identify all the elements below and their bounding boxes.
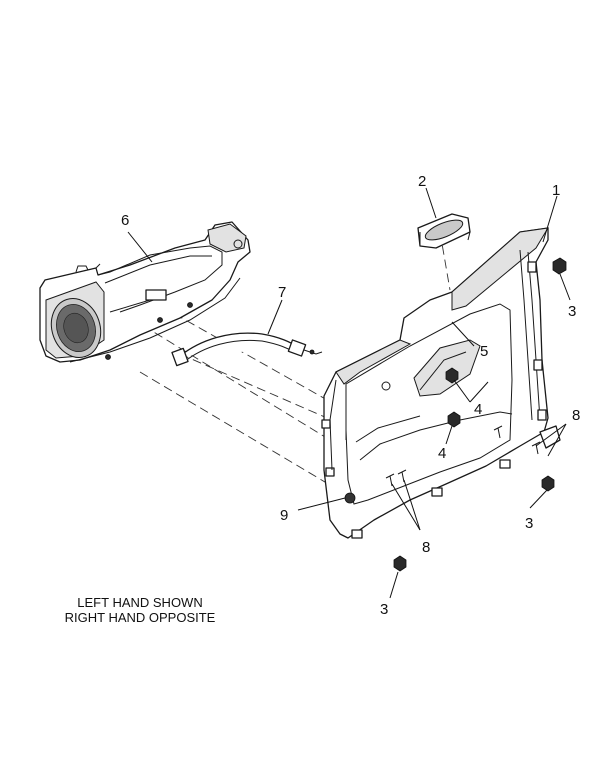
callout-8-bottom: 8 — [422, 539, 430, 556]
callout-labels: 1 2 3 3 3 4 4 5 6 7 8 8 9 — [121, 173, 580, 618]
callout-8-right: 8 — [572, 407, 580, 424]
callout-7: 7 — [278, 284, 286, 301]
callout-3-bottom: 3 — [380, 601, 388, 618]
callout-4-lower: 4 — [438, 445, 446, 462]
callout-2: 2 — [418, 173, 426, 190]
screw-3-bottom — [393, 555, 407, 572]
screw-4-lower — [447, 411, 461, 428]
callout-3-top: 3 — [568, 303, 576, 320]
note-line-2: RIGHT HAND OPPOSITE — [65, 610, 216, 625]
speaker-housing-part — [39, 221, 251, 363]
note-line-1: LEFT HAND SHOWN — [77, 595, 202, 610]
leader-lines — [127, 187, 571, 599]
screw-3-right — [541, 475, 555, 492]
screw-4-upper — [445, 367, 459, 384]
screw-3-top — [552, 257, 567, 275]
callout-5: 5 — [480, 343, 488, 360]
callout-9: 9 — [280, 507, 288, 524]
callout-3-right: 3 — [525, 515, 533, 532]
door-handle-bezel-part — [417, 213, 471, 249]
clip-9 — [344, 492, 356, 504]
push-pin-8-c — [493, 425, 503, 439]
fasteners — [344, 257, 567, 572]
callout-1: 1 — [552, 182, 560, 199]
wire-harness-part — [171, 332, 323, 367]
callout-6: 6 — [121, 212, 129, 229]
callout-4-upper: 4 — [474, 401, 482, 418]
orientation-note: LEFT HAND SHOWN RIGHT HAND OPPOSITE — [65, 595, 216, 625]
door-trim-panel-part — [321, 227, 561, 539]
